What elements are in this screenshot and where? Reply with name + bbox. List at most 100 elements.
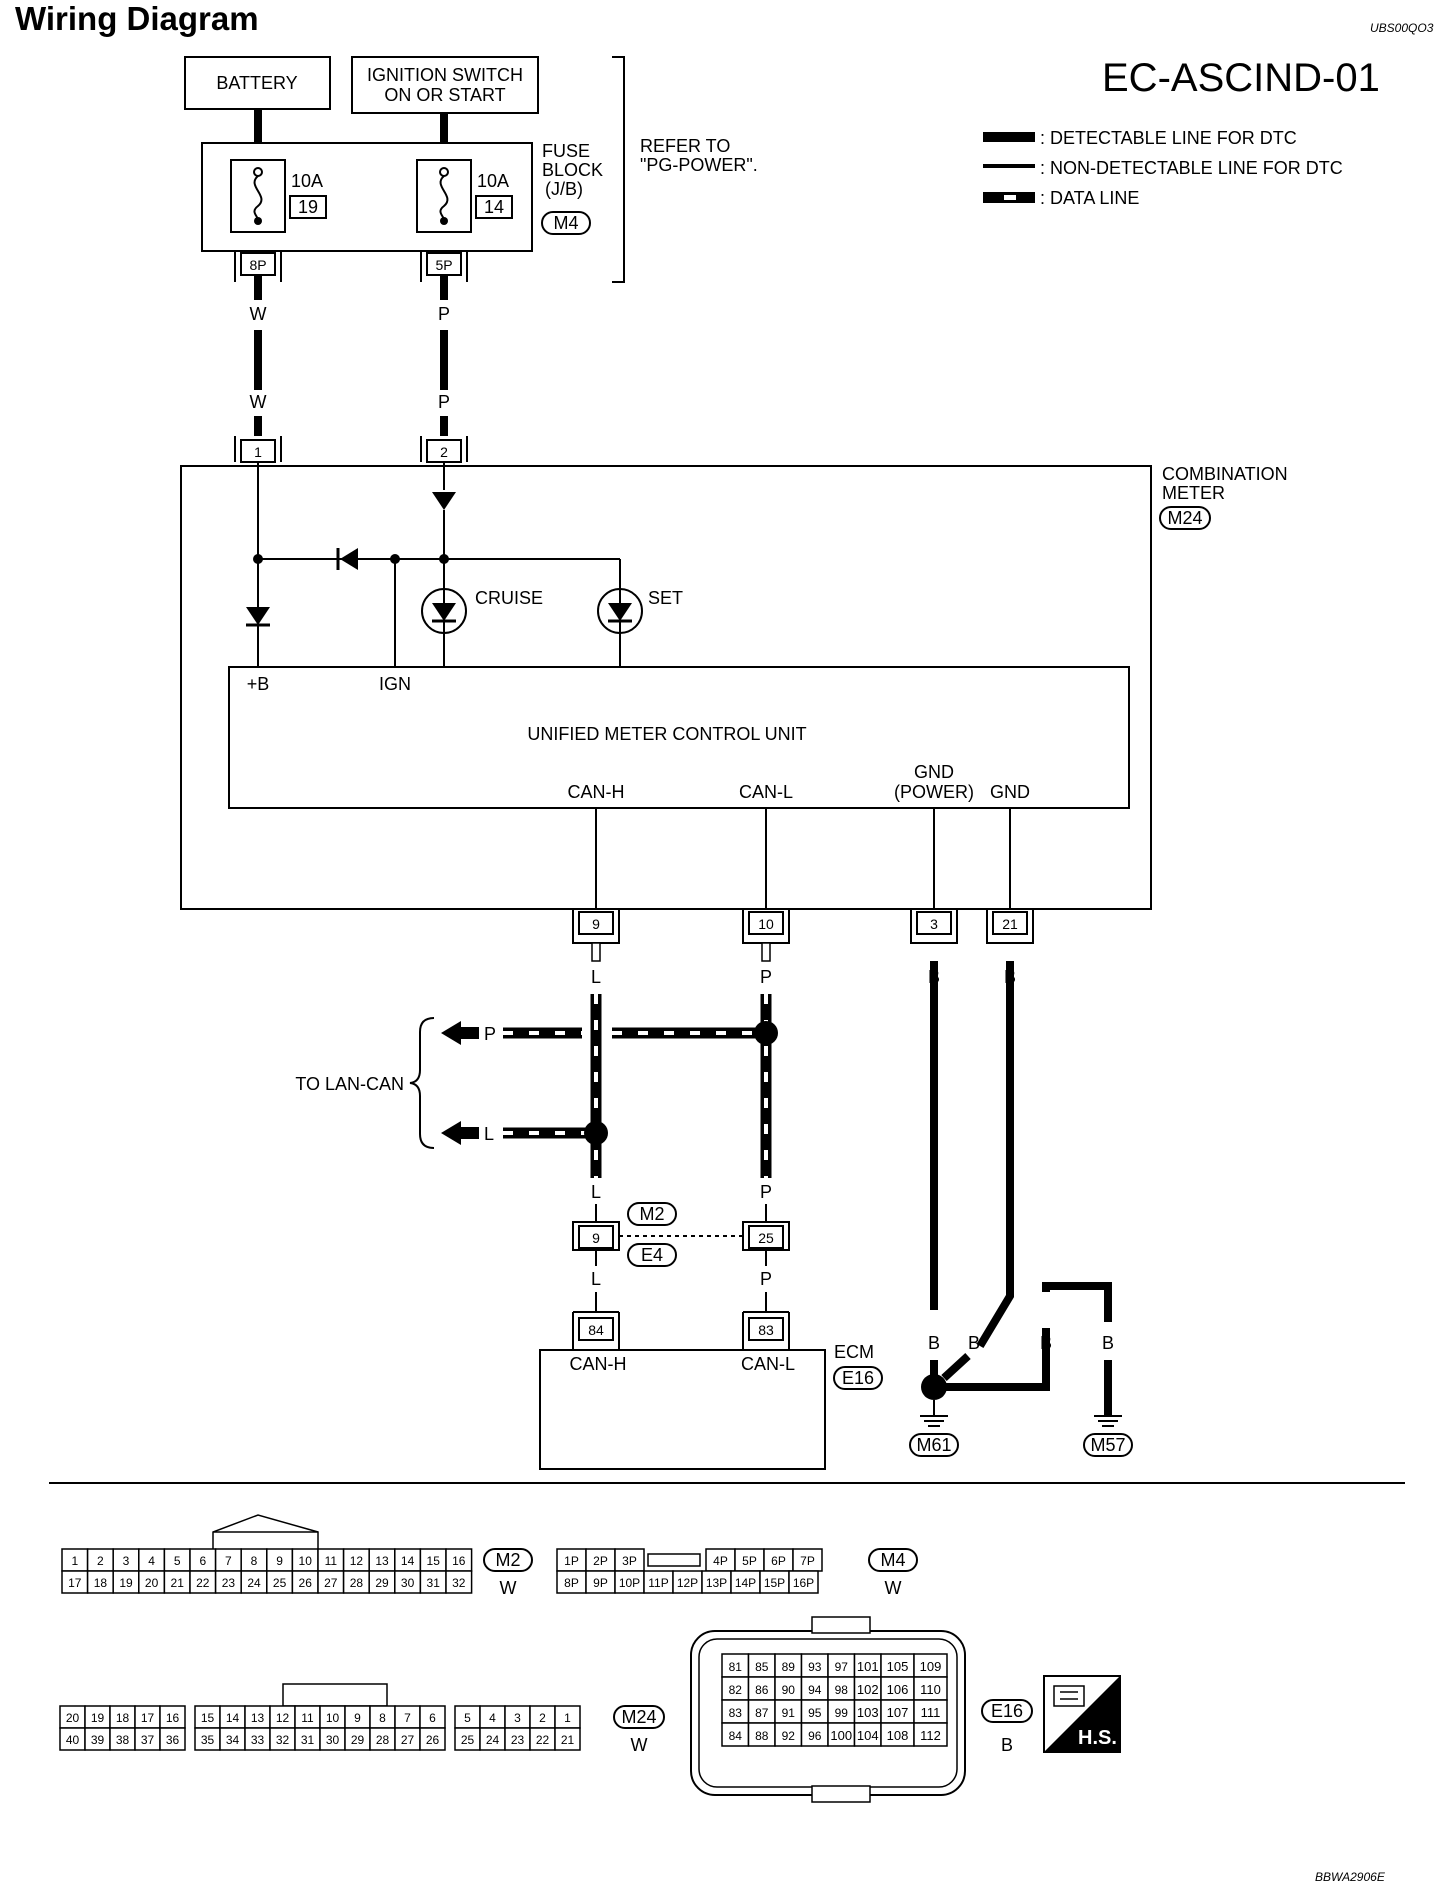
connector-m2-id: M2: [495, 1550, 520, 1570]
ecm-term-can-l: CAN-L: [741, 1354, 795, 1374]
ignition-switch-sublabel: ON OR START: [384, 85, 505, 105]
pin-cell: 109: [920, 1659, 942, 1674]
svg-text:5P: 5P: [435, 257, 452, 273]
pin-cell: 7P: [800, 1554, 815, 1568]
pin-cell: 19: [91, 1711, 105, 1725]
fuse-block-label-3: (J/B): [545, 179, 583, 199]
cruise-lamp-label: CRUISE: [475, 588, 543, 608]
pin-cell: 9: [354, 1711, 361, 1725]
plus-b-diode-icon: [246, 607, 270, 627]
fuse-14: 10A 14: [416, 159, 513, 233]
fuse-block-label-2: BLOCK: [542, 160, 603, 180]
meter-pin-2: 2: [420, 436, 468, 463]
pin-cell: 17: [68, 1576, 82, 1590]
terminal-gnd-power-sub: (POWER): [894, 782, 974, 802]
ground-m57-icon: [1094, 1415, 1122, 1427]
pin-cell: 25: [461, 1733, 475, 1747]
pin-cell: 110: [920, 1682, 941, 1697]
pin-cell: 33: [251, 1733, 265, 1747]
pin-cell: 22: [196, 1576, 210, 1590]
pin-cell: 21: [561, 1733, 575, 1747]
ground-color-4: B: [1102, 1333, 1114, 1353]
pin-cell: 16: [452, 1554, 466, 1568]
pin-cell: 24: [247, 1576, 261, 1590]
pin-cell: 85: [755, 1660, 769, 1674]
legend-data-swatch: [983, 192, 1035, 203]
svg-text:9: 9: [592, 1230, 600, 1246]
pin-8p: 8P: [234, 251, 282, 282]
wire-color-w-bottom: W: [250, 392, 267, 412]
pin-cell: 105: [887, 1659, 909, 1674]
refer-label-1: REFER TO: [640, 136, 730, 156]
pin-cell: 20: [66, 1711, 80, 1725]
ign-arrow-icon: [432, 492, 456, 510]
joint-connector-upper: M2: [639, 1204, 664, 1224]
wire-color-p-top: P: [438, 304, 450, 324]
unit-name: UNIFIED METER CONTROL UNIT: [527, 724, 806, 744]
pin-cell: 89: [782, 1660, 796, 1674]
lan-can-l-label: L: [484, 1124, 494, 1144]
diode-icon: [336, 548, 358, 570]
meter-pin-1: 1: [234, 436, 282, 463]
ground-m61-label: M61: [916, 1435, 951, 1455]
pin-cell: 83: [729, 1706, 743, 1720]
pin-cell: 29: [375, 1576, 389, 1590]
wire-color-p-lower: P: [760, 1182, 772, 1202]
set-lamp-icon: [597, 588, 643, 634]
pin-cell: 31: [301, 1733, 315, 1747]
ground-color-2: B: [968, 1333, 980, 1353]
pin-cell: 3: [123, 1554, 130, 1568]
terminal-gnd: GND: [990, 782, 1030, 802]
svg-text:21: 21: [1002, 916, 1018, 932]
ecm-connector: E16: [842, 1368, 874, 1388]
pin-cell: 20: [145, 1576, 159, 1590]
lan-can-brace: [409, 1017, 435, 1149]
wire-color-w-top: W: [250, 304, 267, 324]
fuse-14-number: 14: [484, 197, 504, 217]
pin-cell: 94: [808, 1683, 822, 1697]
pin-cell: 1: [71, 1554, 78, 1568]
pin-cell: 11: [301, 1711, 314, 1725]
svg-text:1: 1: [254, 444, 262, 460]
pin-cell: 106: [887, 1682, 909, 1697]
pin-cell: 15: [427, 1554, 441, 1568]
pin-cell: 38: [116, 1733, 130, 1747]
pin-cell: 2: [539, 1711, 546, 1725]
pin-cell: 103: [857, 1705, 879, 1720]
pin-cell: 5: [174, 1554, 181, 1568]
lan-can-l-arrow-icon: [441, 1121, 479, 1145]
pin-cell: 32: [452, 1576, 466, 1590]
pin-cell: 24: [486, 1733, 500, 1747]
wire-color-l-meter: L: [591, 967, 601, 987]
pin-cell: 3P: [622, 1554, 637, 1568]
pin-cell: 7: [225, 1554, 232, 1568]
pin-cell: 18: [94, 1576, 108, 1590]
wire-color-p-ecm: P: [760, 1269, 772, 1289]
pin-cell: 40: [66, 1733, 80, 1747]
meter-pin-21: 21: [986, 909, 1034, 944]
page-id: EC-ASCIND-01: [1102, 56, 1380, 100]
pin-cell: 14: [401, 1554, 415, 1568]
pin-cell: 25: [273, 1576, 287, 1590]
terminal-gnd-power: GND: [914, 762, 954, 782]
pin-cell: 88: [755, 1729, 769, 1743]
battery-label: BATTERY: [216, 73, 297, 93]
ecm-term-can-h: CAN-H: [570, 1354, 627, 1374]
joint-connector-lower: E4: [641, 1245, 663, 1265]
pin-cell: 4P: [713, 1554, 728, 1568]
fuse-block-label-1: FUSE: [542, 141, 590, 161]
terminal-plus-b: +B: [247, 674, 270, 694]
wire-color-p-bottom: P: [438, 392, 450, 412]
pin-cell: 86: [755, 1683, 769, 1697]
pin-cell: 107: [887, 1705, 909, 1720]
pin-cell: 27: [324, 1576, 338, 1590]
pin-cell: 98: [835, 1683, 849, 1697]
ecm-label: ECM: [834, 1342, 874, 1362]
cruise-lamp-icon: [421, 588, 467, 634]
pin-cell: 91: [782, 1706, 796, 1720]
connector-m4-color: W: [885, 1578, 902, 1598]
meter-pin-3: 3: [910, 909, 958, 944]
pin-cell: 6P: [771, 1554, 786, 1568]
fuse-14-amp: 10A: [477, 171, 509, 191]
svg-text:2: 2: [440, 444, 448, 460]
